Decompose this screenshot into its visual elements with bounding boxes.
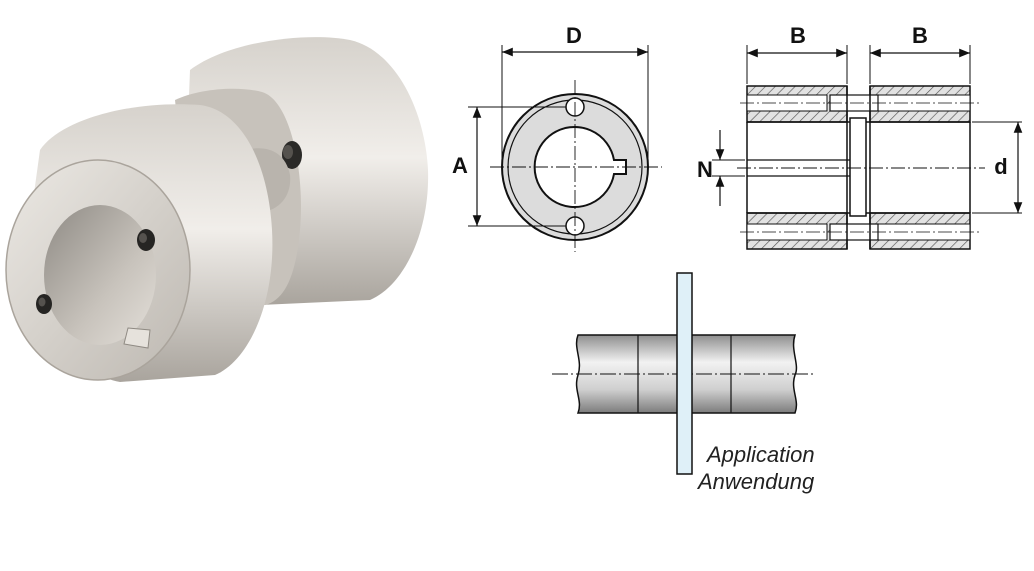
- label-d: d: [994, 154, 1007, 179]
- label-anwendung: Anwendung: [696, 469, 815, 494]
- label-N: N: [697, 157, 713, 182]
- coupling-3d-illustration: [5, 37, 429, 382]
- label-application: Application: [705, 442, 815, 467]
- label-B-right: B: [912, 23, 928, 48]
- label-B-left: B: [790, 23, 806, 48]
- label-D: D: [566, 23, 582, 48]
- section-view-drawing: B B N d: [697, 23, 1023, 250]
- mounting-plate: [676, 272, 693, 475]
- front-bore: [44, 205, 156, 345]
- end-view-drawing: D A: [452, 23, 662, 252]
- label-A: A: [452, 153, 468, 178]
- application-sketch: Application Anwendung: [552, 272, 815, 494]
- front-keyway: [123, 327, 151, 349]
- centre-gap: [849, 117, 867, 217]
